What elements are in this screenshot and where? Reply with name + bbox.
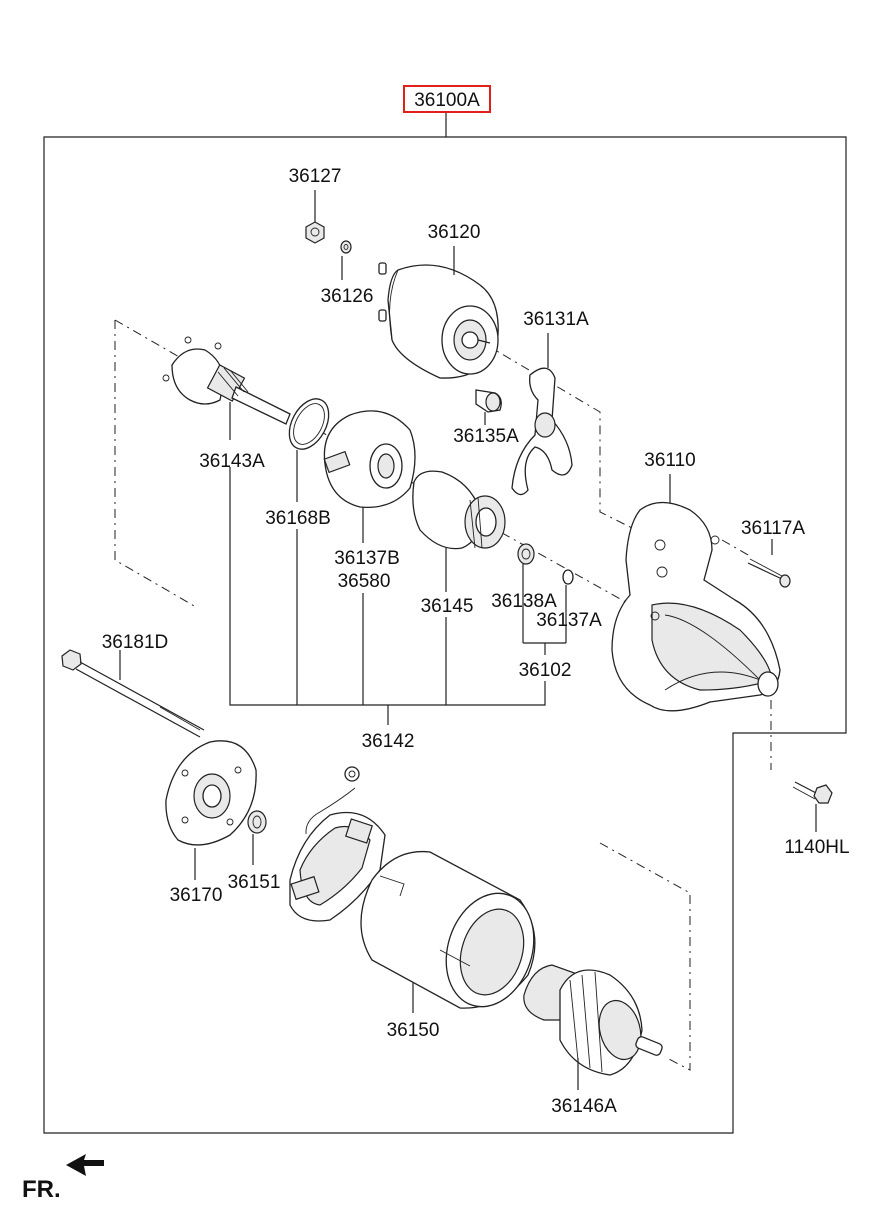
bolt-36117A[interactable] bbox=[747, 558, 791, 588]
gear-housing-36137B[interactable] bbox=[323, 410, 416, 509]
plunger-36135A[interactable] bbox=[475, 389, 502, 413]
label-36168B[interactable]: 36168B bbox=[265, 508, 331, 529]
label-36102[interactable]: 36102 bbox=[519, 660, 572, 681]
label-36137A[interactable]: 36137A bbox=[536, 610, 602, 631]
washer-36126[interactable] bbox=[340, 240, 352, 254]
label-36138A[interactable]: 36138A bbox=[491, 591, 557, 612]
front-direction-label: FR. bbox=[22, 1176, 61, 1203]
label-36143A[interactable]: 36143A bbox=[199, 451, 265, 472]
axis-line-bolt-36117 bbox=[721, 539, 751, 557]
bushing-36151[interactable] bbox=[247, 810, 267, 834]
axis-line-lower bbox=[599, 842, 691, 1071]
front-housing-36110[interactable] bbox=[611, 501, 781, 712]
label-36146A[interactable]: 36146A bbox=[551, 1096, 617, 1117]
bolt-1140HL[interactable] bbox=[792, 781, 833, 804]
axis-line-upper-a bbox=[114, 319, 196, 367]
label-36151[interactable]: 36151 bbox=[228, 872, 281, 893]
yoke-36150[interactable] bbox=[360, 850, 548, 1019]
label-36170[interactable]: 36170 bbox=[170, 885, 223, 906]
label-36142[interactable]: 36142 bbox=[362, 731, 415, 752]
label-36131A[interactable]: 36131A bbox=[523, 309, 589, 330]
gasket-36168B[interactable] bbox=[281, 392, 336, 456]
label-36117A[interactable]: 36117A bbox=[741, 518, 805, 539]
axis-line-upper bbox=[114, 320, 197, 608]
label-36150[interactable]: 36150 bbox=[387, 1020, 440, 1041]
assembly-outline bbox=[43, 136, 847, 1134]
brush-holder[interactable] bbox=[289, 766, 386, 922]
assembly-number-box[interactable] bbox=[403, 85, 491, 113]
through-bolt-36181D[interactable] bbox=[61, 649, 205, 738]
label-36126[interactable]: 36126 bbox=[321, 286, 374, 307]
rear-bracket-36170[interactable] bbox=[165, 740, 257, 846]
armature-36146A[interactable] bbox=[523, 964, 663, 1076]
solenoid-36120[interactable] bbox=[378, 262, 499, 379]
label-1140HL[interactable]: 1140HL bbox=[784, 837, 849, 858]
drive-shaft-36143A[interactable] bbox=[162, 336, 291, 425]
label-36110[interactable]: 36110 bbox=[644, 450, 695, 471]
snap-ring-36137A[interactable] bbox=[562, 569, 574, 585]
shift-lever-36131A[interactable] bbox=[511, 367, 573, 496]
pinion-clutch-36145[interactable] bbox=[412, 470, 506, 550]
label-36181D[interactable]: 36181D bbox=[102, 632, 169, 653]
label-36135A[interactable]: 36135A bbox=[453, 426, 519, 447]
front-direction-arrow-icon bbox=[66, 1154, 104, 1176]
stop-collar-36138A[interactable] bbox=[517, 543, 535, 565]
label-36120[interactable]: 36120 bbox=[428, 222, 481, 243]
label-36137B[interactable]: 36137B bbox=[334, 548, 400, 569]
label-36580[interactable]: 36580 bbox=[338, 571, 391, 592]
assembly-number-label[interactable]: 36100A bbox=[414, 90, 480, 111]
label-36127[interactable]: 36127 bbox=[289, 166, 342, 187]
label-36145[interactable]: 36145 bbox=[421, 596, 474, 617]
nut-36127[interactable] bbox=[305, 221, 325, 244]
